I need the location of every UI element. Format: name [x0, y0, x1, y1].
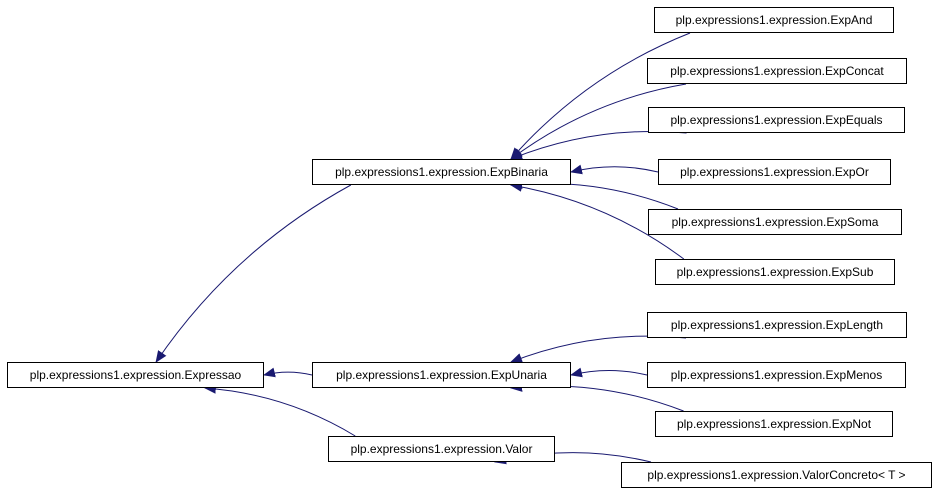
class-node-label: plp.expressions1.expression.ExpLength: [670, 318, 884, 332]
class-node-valor[interactable]: plp.expressions1.expression.Valor: [328, 436, 555, 462]
class-node-label: plp.expressions1.expression.ExpNot: [676, 417, 872, 431]
class-node-label: plp.expressions1.expression.ExpAnd: [675, 13, 873, 27]
inheritance-arrow-binaria-to-expressao: [155, 184, 352, 363]
class-node-expressao[interactable]: plp.expressions1.expression.Expressao: [7, 362, 264, 388]
inheritance-arrow-valor-to-expressao: [203, 383, 356, 437]
inheritance-arrow-soma-to-binaria: [510, 179, 679, 210]
inheritance-arrow-or-to-binaria: [570, 164, 659, 175]
class-node-expequals[interactable]: plp.expressions1.expression.ExpEquals: [648, 107, 905, 133]
inheritance-arrow-length-to-unaria: [510, 335, 687, 363]
inheritance-arrow-menos-to-unaria: [570, 367, 648, 378]
class-node-label: plp.expressions1.expression.ExpSoma: [671, 215, 879, 229]
inheritance-arrow-sub-to-binaria: [510, 181, 685, 260]
class-node-label: plp.expressions1.expression.ValorConcret…: [647, 468, 906, 482]
class-node-expsoma[interactable]: plp.expressions1.expression.ExpSoma: [648, 209, 902, 235]
class-node-label: plp.expressions1.expression.ExpConcat: [670, 64, 884, 78]
class-node-label: plp.expressions1.expression.ExpOr: [680, 165, 869, 179]
inheritance-arrow-concat-to-binaria: [510, 83, 687, 160]
class-node-valorconcreto[interactable]: plp.expressions1.expression.ValorConcret…: [621, 462, 932, 488]
class-node-expmenos[interactable]: plp.expressions1.expression.ExpMenos: [647, 362, 906, 388]
class-node-explength[interactable]: plp.expressions1.expression.ExpLength: [647, 312, 907, 338]
class-node-label: plp.expressions1.expression.ExpMenos: [670, 368, 883, 382]
class-node-expbinaria[interactable]: plp.expressions1.expression.ExpBinaria: [312, 159, 571, 185]
class-node-label: plp.expressions1.expression.ExpEquals: [670, 113, 883, 127]
class-node-expsub[interactable]: plp.expressions1.expression.ExpSub: [655, 259, 895, 285]
class-node-expconcat[interactable]: plp.expressions1.expression.ExpConcat: [647, 58, 907, 84]
class-node-expunaria[interactable]: plp.expressions1.expression.ExpUnaria: [312, 362, 571, 388]
class-node-expnot[interactable]: plp.expressions1.expression.ExpNot: [655, 411, 893, 437]
class-node-label: plp.expressions1.expression.Valor: [350, 442, 533, 456]
class-node-label: plp.expressions1.expression.ExpSub: [676, 265, 874, 279]
inheritance-arrow-not-to-unaria: [510, 381, 684, 412]
class-node-label: plp.expressions1.expression.ExpBinaria: [335, 165, 548, 179]
class-node-expand[interactable]: plp.expressions1.expression.ExpAnd: [654, 7, 894, 33]
class-node-label: plp.expressions1.expression.ExpUnaria: [336, 368, 547, 382]
inheritance-arrow-unaria-to-expressao: [263, 367, 313, 378]
class-node-label: plp.expressions1.expression.Expressao: [29, 368, 242, 382]
class-node-expor[interactable]: plp.expressions1.expression.ExpOr: [658, 159, 891, 185]
inheritance-arrow-equals-to-binaria: [510, 130, 687, 160]
inheritance-arrow-and-to-binaria: [510, 32, 691, 160]
